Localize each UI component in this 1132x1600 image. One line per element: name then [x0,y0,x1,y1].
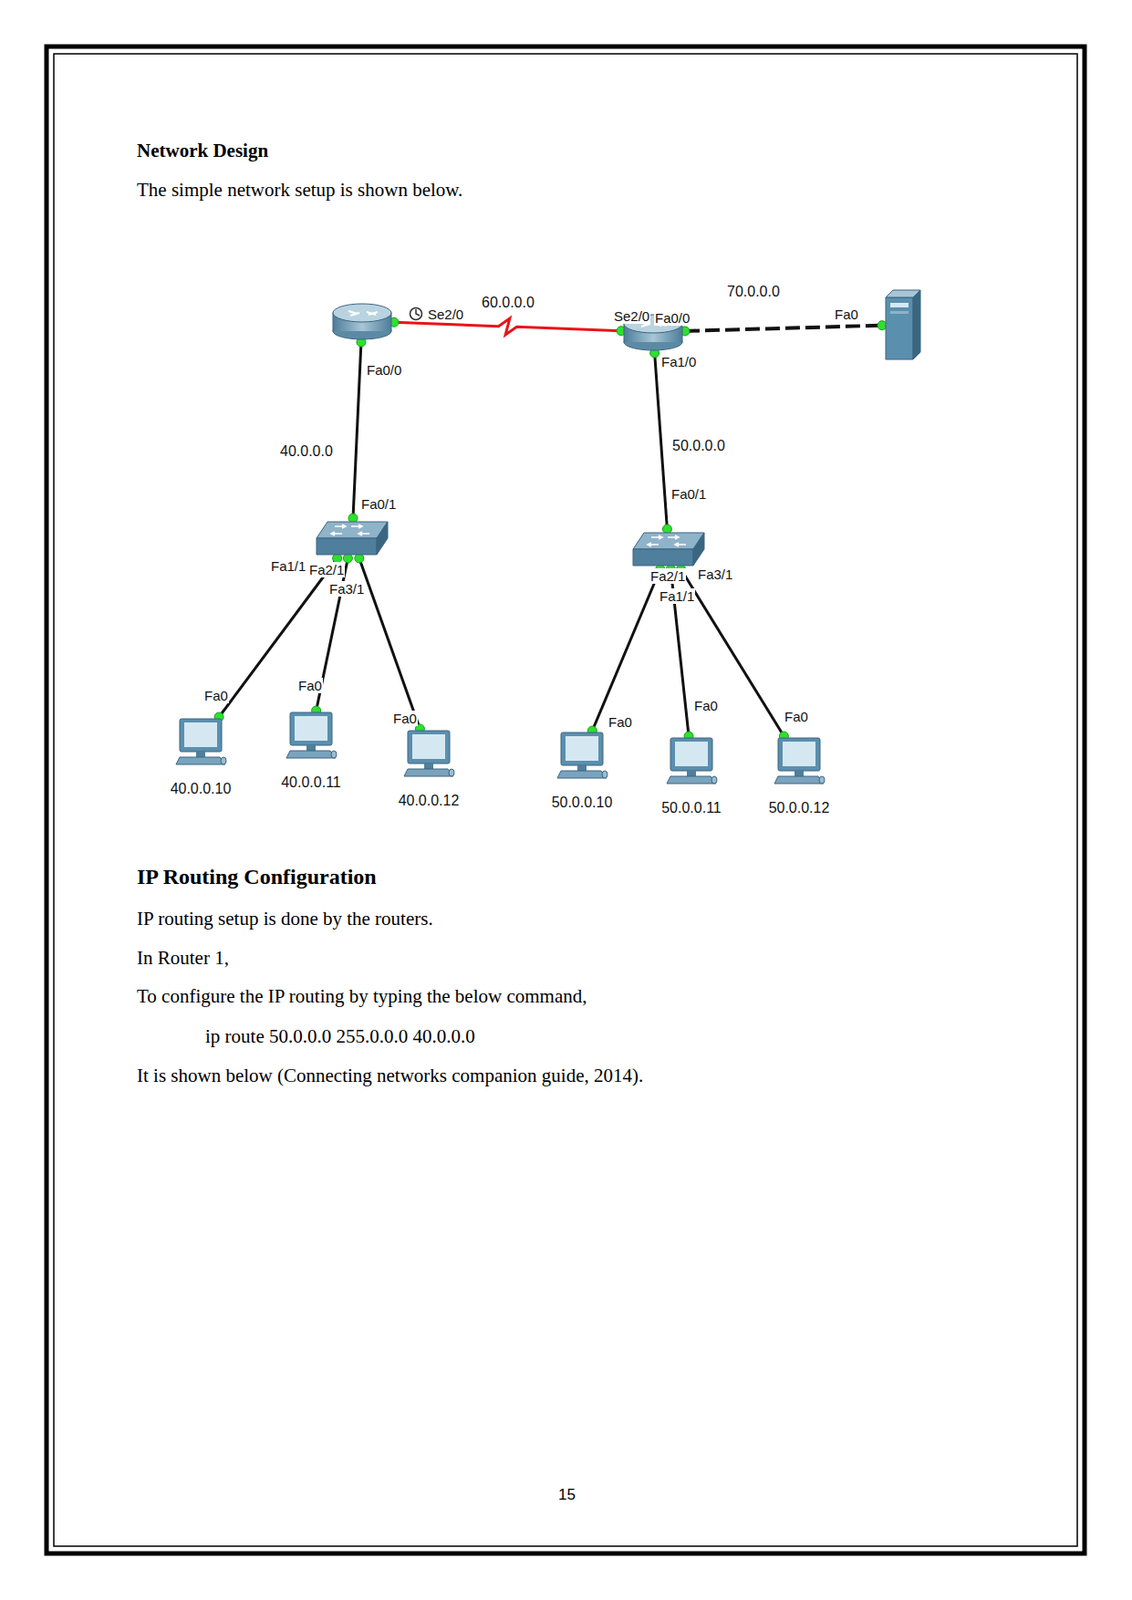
pc-icon [772,736,826,786]
command-text: ip route 50.0.0.0 255.0.0.0 40.0.0.0 [205,1025,476,1048]
body-text: IP routing setup is done by the routers. [136,907,434,930]
ethernet-link [681,569,785,737]
network-label: 50.0.0.0 [670,437,727,455]
switch-node [314,518,390,559]
pc-icon [402,728,456,779]
pc-node: 50.0.0.10 [549,730,616,811]
port-label: Fa1/1 [270,558,307,574]
ethernet-link [654,353,668,530]
port-label: Se2/0 [426,306,465,322]
link-group [685,325,883,332]
switch-icon [631,529,707,570]
section-heading: Network Design [136,139,269,162]
port-label: Fa0/1 [360,496,397,512]
port-label: Fa0/1 [670,486,707,502]
ethernet-link [685,325,883,332]
port-label: Fa1/1 [658,588,696,604]
body-text: To configure the IP routing by typing th… [136,985,588,1008]
link-group [353,342,362,519]
switch-icon [314,518,390,559]
pc-icon [555,730,609,780]
pc-icon [174,716,228,767]
port-label: Fa0 [203,687,229,704]
link-group [654,353,668,530]
inner-border [53,53,1078,1547]
port-label: Fa0 [392,710,418,727]
port-label: Fa3/1 [328,581,365,597]
pc-icon [664,736,718,786]
port-label: Fa0/0 [365,362,403,378]
outer-border [46,46,1085,1554]
ethernet-link [591,569,660,731]
ethernet-link [353,342,362,519]
ethernet-link [359,558,421,729]
ip-address: 40.0.0.11 [278,774,344,791]
router-node [330,300,395,343]
ip-address: 50.0.0.12 [766,799,833,817]
pc-node: 40.0.0.11 [278,710,344,791]
pc-node: 40.0.0.12 [395,728,463,810]
ethernet-link [218,558,338,717]
section-heading: IP Routing Configuration [136,863,377,890]
server-node [882,288,925,362]
network-label: 70.0.0.0 [725,283,782,301]
link-group [359,558,421,729]
ip-address: 40.0.0.10 [167,780,235,798]
page-number: 15 [558,1485,576,1505]
body-text: In Router 1, [136,946,229,969]
port-label: Fa0 [607,714,634,730]
pc-node: 50.0.0.12 [766,736,833,817]
network-label: 40.0.0.0 [278,443,335,460]
link-group [591,569,660,731]
link-group [218,558,338,717]
body-text: It is shown below (Connecting networks c… [136,1064,644,1087]
switch-node [631,529,707,570]
port-label: Fa0 [833,306,860,322]
body-text: The simple network setup is shown below. [136,178,463,201]
ip-address: 50.0.0.11 [658,799,725,817]
port-label: Fa2/1 [649,568,686,584]
router-icon [330,300,395,343]
port-label: Fa0 [783,708,810,725]
clock-icon [410,308,423,321]
port-label: Fa0 [297,677,323,694]
port-label: Fa0/0 [654,310,691,326]
pc-icon [284,710,338,760]
pc-node: 40.0.0.10 [167,716,235,798]
ip-address: 50.0.0.10 [549,794,616,811]
link-group [681,569,785,737]
port-label: Se2/0 [612,308,651,324]
network-label: 60.0.0.0 [479,294,537,312]
port-label: Fa0 [693,697,719,714]
server-icon [882,288,925,362]
port-label: Fa1/0 [660,353,697,370]
ip-address: 40.0.0.12 [395,792,463,810]
pc-node: 50.0.0.11 [658,736,725,817]
port-label: Fa3/1 [696,566,734,582]
port-label: Fa2/1 [308,561,345,578]
